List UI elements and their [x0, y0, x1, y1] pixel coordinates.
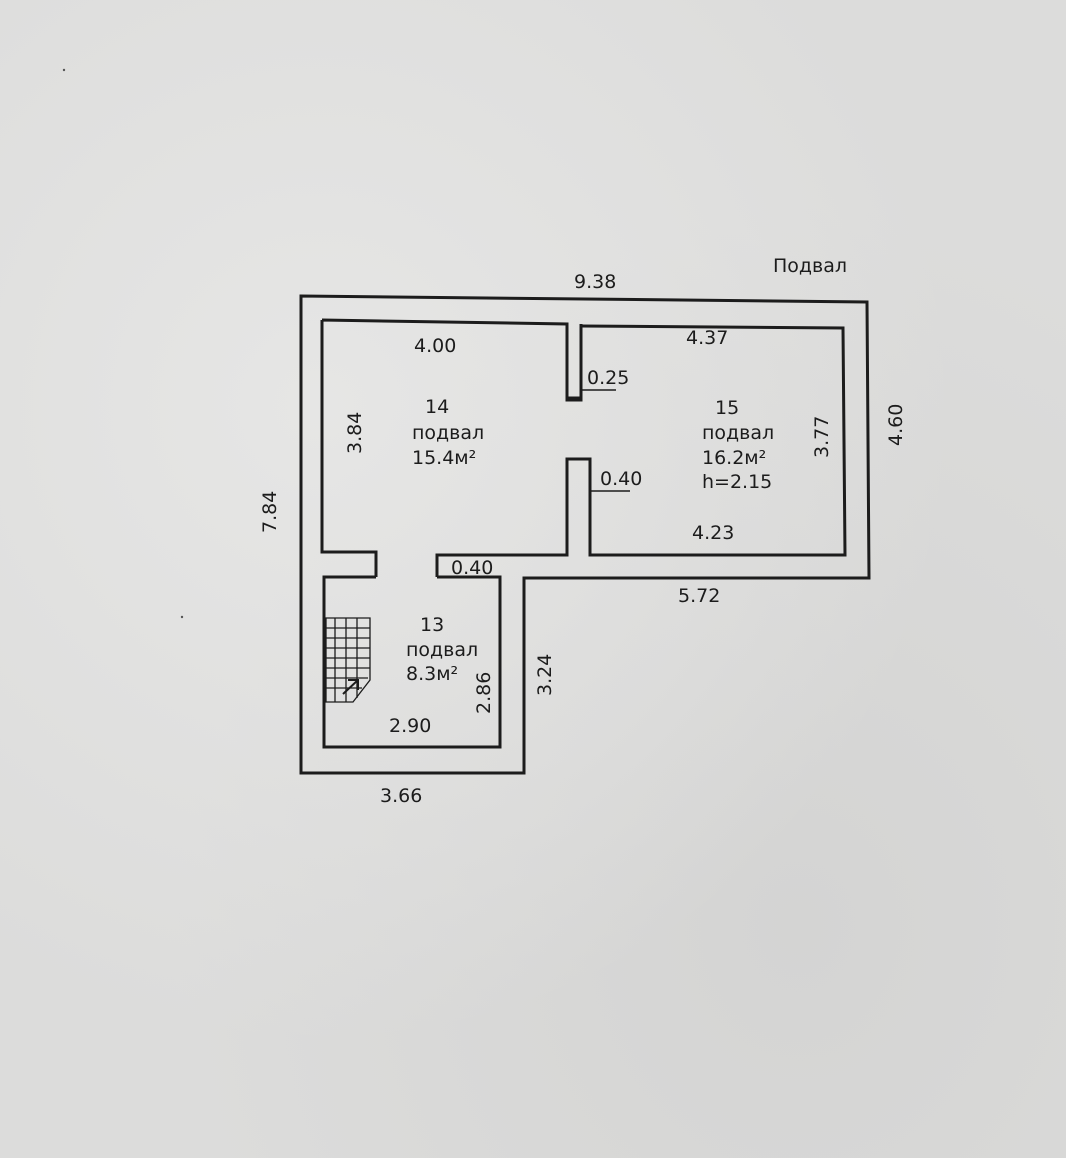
room-number: 14	[425, 396, 449, 418]
dim-doorway: 0.40	[451, 557, 493, 579]
room-name: подвал	[406, 639, 478, 661]
dim-step-right: 5.72	[678, 585, 720, 607]
room-number: 15	[715, 397, 739, 419]
room-area: 8.3м²	[406, 663, 458, 685]
paper-speck	[180, 615, 184, 619]
dim-room15-top: 4.37	[686, 327, 728, 349]
room-15-outline	[435, 324, 847, 577]
dim-room14-top: 4.00	[414, 335, 456, 357]
paper-speck	[62, 68, 66, 72]
room-height: h=2.15	[702, 471, 772, 493]
staircase-icon	[325, 617, 371, 703]
dim-bottom-left: 3.66	[380, 785, 422, 807]
dim-lower-right-wall: 3.24	[534, 654, 556, 696]
dim-room14-left: 3.84	[344, 412, 366, 454]
room-15-label: 15 подвал 16.2м² h=2.15	[702, 397, 774, 493]
room-area: 15.4м²	[412, 447, 476, 469]
partition-upper-pier	[565, 324, 583, 402]
room-14-label: 14 подвал 15.4м²	[412, 396, 484, 469]
room-number: 13	[420, 614, 444, 636]
dim-room15-bottom: 4.23	[692, 522, 734, 544]
dim-room15-right: 3.77	[811, 416, 833, 458]
dim-partition-upper: 0.25	[587, 367, 629, 389]
dim-overall-top: 9.38	[574, 271, 616, 293]
room-13-outline	[322, 575, 502, 749]
plan-title: Подвал	[773, 255, 847, 277]
dim-partition-lower: 0.40	[600, 468, 642, 490]
dim-room13-bottom: 2.90	[389, 715, 431, 737]
dim-right-upper: 4.60	[885, 404, 907, 446]
room-name: подвал	[412, 422, 484, 444]
stair-arrow-icon	[342, 679, 359, 695]
dim-room13-right: 2.86	[473, 672, 495, 714]
room-area: 16.2м²	[702, 447, 766, 469]
dim-overall-left: 7.84	[259, 491, 281, 533]
room-13-label: 13 подвал 8.3м²	[406, 614, 478, 685]
outer-wall	[299, 294, 871, 775]
room-name: подвал	[702, 422, 774, 444]
